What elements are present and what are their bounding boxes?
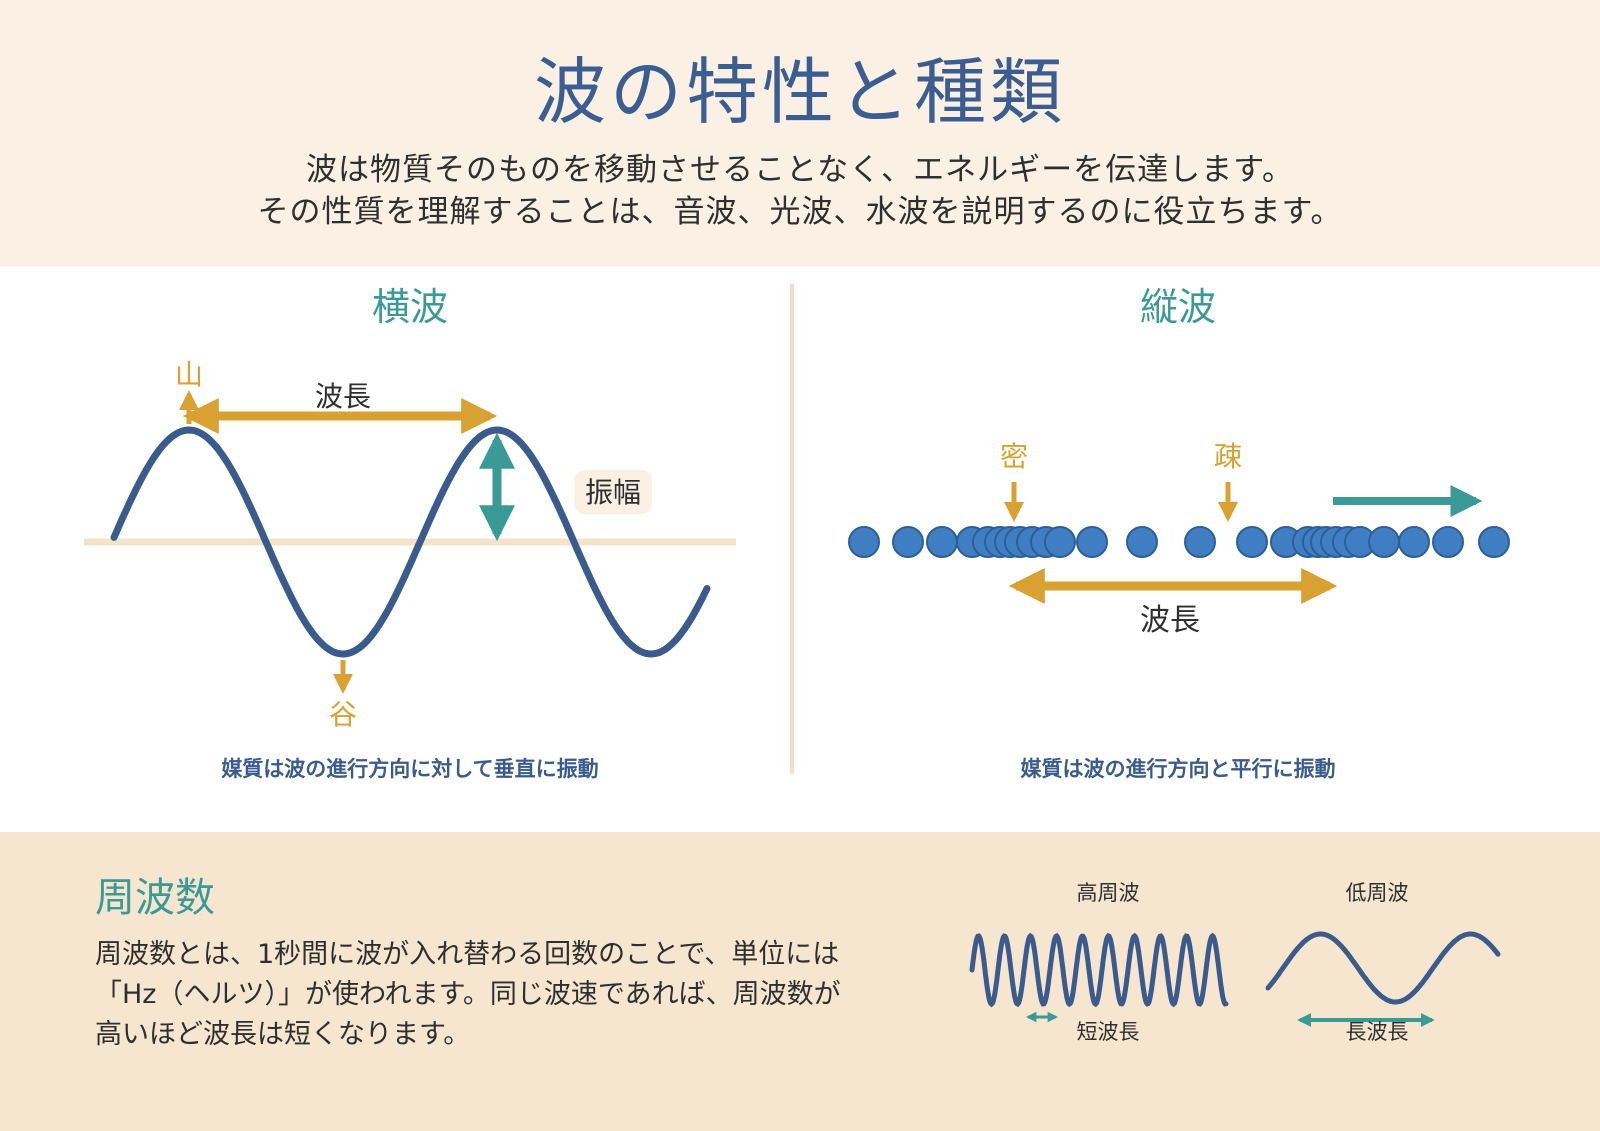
low-frequency-label: 低周波 <box>1346 881 1409 905</box>
short-wavelength-label: 短波長 <box>1077 1020 1140 1044</box>
intro-text-line-2: その性質を理解することは、音波、光波、水波を説明するのに役立ちます。 <box>257 194 1343 230</box>
frequency-section: 周波数 周波数とは、1秒間に波が入れ替わる回数のことで、単位には 「Hz（ヘルツ… <box>0 832 1600 1131</box>
trough-label: 谷 <box>329 698 357 731</box>
medium-particle <box>1432 526 1464 558</box>
transverse-wave-section: 横波 波長 山 谷 振幅 媒質は波の進行方向に対して垂直に振動 <box>84 285 736 781</box>
frequency-body-line-1: 周波数とは、1秒間に波が入れ替わる回数のことで、単位には <box>95 939 840 970</box>
longitudinal-caption: 媒質は波の進行方向と平行に振動 <box>1021 757 1336 781</box>
frequency-body-line-2: 「Hz（ヘルツ）」が使われます。同じ波速であれば、周波数が <box>95 979 841 1010</box>
medium-particle <box>1368 526 1400 558</box>
medium-particles <box>848 526 1510 558</box>
wavelength-label: 波長 <box>315 380 371 413</box>
medium-particle <box>1236 526 1268 558</box>
medium-particle <box>1044 526 1076 558</box>
transverse-caption: 媒質は波の進行方向に対して垂直に振動 <box>221 757 598 781</box>
long-wavelength-label: 長波長 <box>1346 1020 1409 1044</box>
longitudinal-wave-section: 縦波 密 疎 波長 媒質は波の進行方向と平行に振動 <box>848 285 1510 781</box>
header: 波の特性と種類 波は物質そのものを移動させることなく、エネルギーを伝達します。 … <box>0 0 1600 266</box>
frequency-heading: 周波数 <box>95 875 215 921</box>
compression-label: 密 <box>1000 440 1028 473</box>
amplitude-label-background <box>574 470 652 514</box>
medium-particle <box>1076 526 1108 558</box>
longitudinal-title: 縦波 <box>1140 285 1216 329</box>
medium-particle <box>1126 526 1158 558</box>
wave-types-panel: 横波 波長 山 谷 振幅 媒質は波の進行方向に対して垂直に振動 縦波 密 疎 <box>0 266 1600 832</box>
longitudinal-wavelength-label: 波長 <box>1140 603 1200 638</box>
high-frequency-wave <box>969 932 1229 1008</box>
medium-particle <box>848 526 880 558</box>
intro-text-line-1: 波は物質そのものを移動させることなく、エネルギーを伝達します。 <box>306 152 1294 188</box>
page-title: 波の特性と種類 <box>533 50 1066 134</box>
medium-particle <box>892 526 924 558</box>
medium-particle <box>1184 526 1216 558</box>
medium-particle <box>1398 526 1430 558</box>
crest-label: 山 <box>175 358 203 391</box>
amplitude-label: 振幅 <box>585 476 641 509</box>
rarefaction-label: 疎 <box>1214 440 1242 473</box>
transverse-title: 横波 <box>372 285 448 329</box>
wave-types-diagram: 横波 波長 山 谷 振幅 媒質は波の進行方向に対して垂直に振動 縦波 密 疎 <box>84 284 1510 781</box>
low-frequency-wave <box>1265 931 1501 1005</box>
frequency-comparison-diagram: 高周波 短波長 低周波 長波長 <box>969 881 1501 1044</box>
high-frequency-label: 高周波 <box>1077 881 1140 905</box>
medium-particle <box>926 526 958 558</box>
transverse-wave-curve <box>110 426 711 658</box>
medium-particle <box>1478 526 1510 558</box>
frequency-body-line-3: 高いほど波長は短くなります。 <box>95 1019 471 1050</box>
